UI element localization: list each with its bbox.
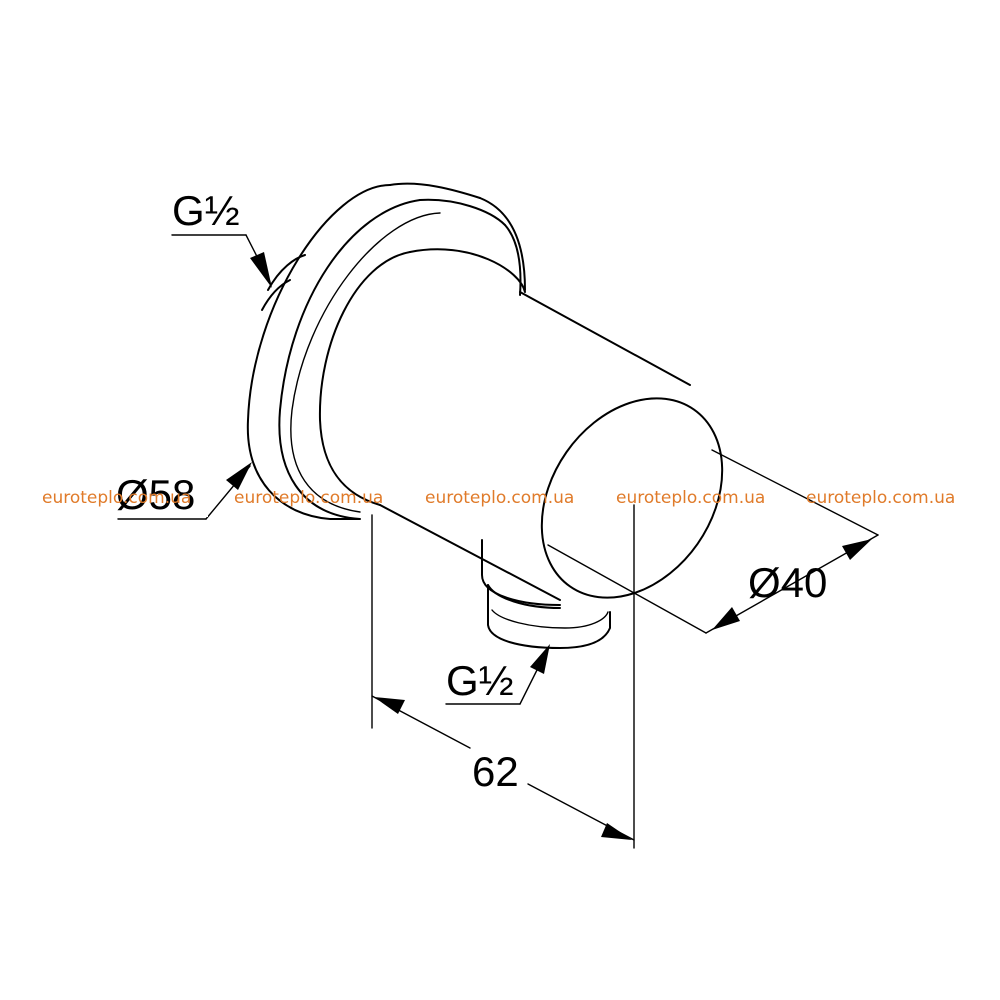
wall-flange <box>246 182 526 520</box>
label-thread-outlet: G½ <box>446 657 514 704</box>
arrowhead <box>601 823 632 840</box>
watermark-text: euroteplo.com.ua <box>42 488 191 508</box>
watermark-text: euroteplo.com.ua <box>616 488 765 508</box>
leader-thread-outlet <box>445 644 550 705</box>
outlet-nipple <box>481 539 611 649</box>
watermark-row: euroteplo.com.ua euroteplo.com.ua eurote… <box>42 488 955 508</box>
end-face <box>540 397 724 599</box>
watermark-text: euroteplo.com.ua <box>425 488 574 508</box>
leader-thread-top <box>171 234 272 288</box>
arrowhead <box>842 539 872 560</box>
dimension-depth-62 <box>371 504 635 849</box>
arrowhead <box>374 697 405 714</box>
dimension-diameter-40 <box>547 449 879 634</box>
cylinder-body <box>318 248 724 601</box>
label-depth: 62 <box>472 748 519 795</box>
arrowhead <box>250 252 272 288</box>
label-mask <box>112 488 208 517</box>
label-thread-top: G½ <box>172 187 240 234</box>
arrowhead <box>712 607 740 630</box>
watermark-text: euroteplo.com.ua <box>806 488 955 508</box>
leader-flange-diameter <box>117 462 252 520</box>
label-body-diameter: Ø40 <box>748 559 827 606</box>
arrowhead <box>530 644 550 674</box>
label-flange-diameter: Ø58 <box>116 471 195 518</box>
arrowhead <box>226 462 252 490</box>
watermark-text: euroteplo.com.ua <box>234 488 383 508</box>
